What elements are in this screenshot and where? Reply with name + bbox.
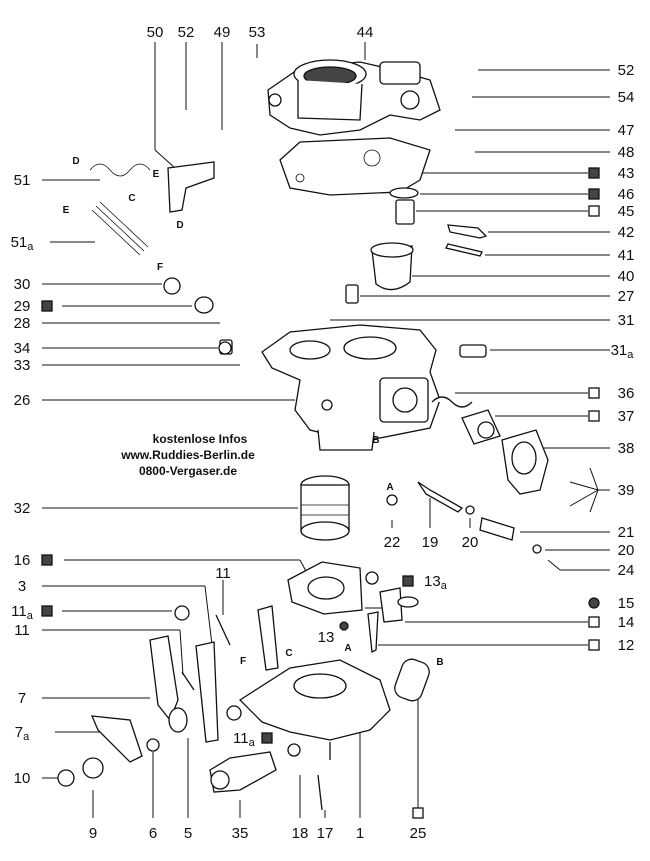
springs: [89, 161, 232, 355]
callout-c14: 14: [618, 614, 635, 631]
carburetor-top-cover: [267, 59, 441, 136]
callout-c25: 25: [410, 825, 427, 842]
callout-c28: 28: [14, 315, 31, 332]
callout-c52b: 52: [618, 62, 635, 79]
info-block: kostenlose Infos www.Ruddies-Berlin.de 0…: [120, 432, 255, 478]
connection-letter-l12: B: [436, 657, 443, 668]
callout-c40: 40: [618, 268, 635, 285]
callout-c49: 49: [214, 24, 231, 41]
connection-letter-l2: E: [153, 169, 160, 180]
callout-c53: 53: [249, 24, 266, 41]
callout-c7a: 7a: [15, 724, 30, 743]
callout-c18: 18: [292, 825, 309, 842]
info-website-link[interactable]: www.Ruddies-Berlin.de: [120, 448, 255, 462]
callout-c1: 1: [356, 825, 364, 842]
carburetor-main-body: [219, 324, 487, 451]
callout-c15: 15: [618, 595, 635, 612]
callout-c27: 27: [618, 288, 635, 305]
callout-c22: 22: [384, 534, 401, 551]
callout-c32: 32: [14, 500, 31, 517]
callout-c54: 54: [618, 89, 635, 106]
callout-c51: 51: [14, 172, 31, 189]
connection-letter-l6: F: [157, 262, 163, 273]
callout-c20r: 20: [618, 542, 635, 559]
callout-c30: 30: [14, 276, 31, 293]
connection-letter-l4: D: [176, 220, 183, 231]
throttle-body: [209, 658, 430, 793]
callout-c36: 36: [618, 385, 635, 402]
callout-c43: 43: [618, 165, 635, 182]
pump-linkage-small-parts: [386, 481, 561, 571]
callout-c34: 34: [14, 340, 31, 357]
callout-c31: 31: [618, 312, 635, 329]
connection-letter-l11: A: [344, 643, 351, 654]
callout-c11l: 11: [14, 622, 30, 639]
callout-c16: 16: [14, 552, 31, 569]
callout-c19: 19: [422, 534, 439, 551]
callout-c37: 37: [618, 408, 635, 425]
callout-c38: 38: [618, 440, 635, 457]
callout-c6: 6: [149, 825, 157, 842]
connection-letter-l3: C: [128, 193, 135, 204]
callout-c10: 10: [14, 770, 31, 787]
callout-c42: 42: [618, 224, 635, 241]
callout-c20: 20: [462, 534, 479, 551]
callout-c31a: 31a: [611, 342, 635, 361]
callout-c35: 35: [232, 825, 249, 842]
callout-c17: 17: [317, 825, 334, 842]
callout-c13a: 13a: [424, 573, 448, 592]
connection-letters: D E C D E F B A F C A B: [63, 156, 444, 668]
callout-c5: 5: [184, 825, 192, 842]
accelerator-pump: [431, 396, 549, 495]
callout-c26: 26: [14, 392, 31, 409]
connection-letter-l10: C: [285, 648, 292, 659]
callout-c11a1: 11a: [11, 603, 34, 622]
callout-c24: 24: [618, 562, 635, 579]
callout-c13: 13: [318, 629, 335, 646]
callout-c11a2: 11a: [233, 730, 256, 749]
callout-c29: 29: [14, 298, 31, 315]
connection-letter-l5: E: [63, 205, 70, 216]
connection-letter-l7: B: [372, 435, 379, 446]
callout-c9: 9: [89, 825, 97, 842]
status-markers: [41, 167, 600, 819]
connection-letter-l1: D: [72, 156, 79, 167]
cover-gasket: [279, 137, 431, 196]
jets-and-screws: [317, 571, 419, 811]
connection-letter-l8: A: [386, 482, 393, 493]
callout-c33: 33: [14, 357, 31, 374]
info-line-1: kostenlose Infos: [153, 432, 248, 446]
main-jet-assembly: [345, 187, 488, 304]
callout-c50: 50: [147, 24, 164, 41]
callout-c44: 44: [357, 24, 374, 41]
callout-c21: 21: [618, 524, 635, 541]
leader-lines: [42, 42, 610, 818]
callout-c41: 41: [618, 247, 635, 264]
callout-c11t: 11: [215, 565, 231, 582]
throttle-linkage: [57, 605, 279, 787]
callout-c39: 39: [618, 482, 635, 499]
callout-c52a: 52: [178, 24, 195, 41]
choke-piston: [300, 475, 350, 541]
callout-c45: 45: [618, 203, 635, 220]
callout-c47: 47: [618, 122, 635, 139]
callout-c3: 3: [18, 578, 26, 595]
connection-letter-l9: F: [240, 656, 246, 667]
callout-c7: 7: [18, 690, 26, 707]
base-flange-gasket: [287, 561, 363, 615]
info-phone: 0800-Vergaser.de: [139, 464, 237, 478]
callout-c12: 12: [618, 637, 635, 654]
callout-c46: 46: [618, 186, 635, 203]
callout-c51a: 51a: [11, 234, 35, 253]
callout-c48: 48: [618, 144, 635, 161]
